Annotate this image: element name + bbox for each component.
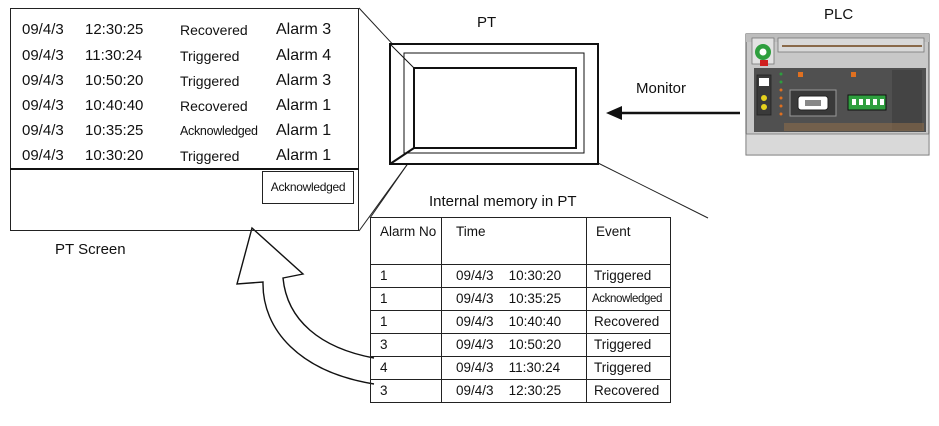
cell-alarm-no: 1 [370, 287, 442, 311]
cell-time: 09/4/3 10:30:20 [441, 264, 587, 288]
alarm-name: Alarm 1 [276, 97, 332, 114]
alarm-date: 09/4/3 [22, 72, 64, 89]
cell-date: 09/4/3 [456, 314, 494, 329]
cell-clock: 12:30:25 [508, 383, 562, 398]
alarm-event: Acknowledged [180, 124, 258, 138]
cell-clock: 11:30:24 [508, 360, 561, 375]
alarm-name: Alarm 4 [276, 47, 332, 64]
cell-clock: 10:30:20 [508, 268, 562, 283]
alarm-time: 10:50:20 [85, 72, 144, 89]
cell-event: Recovered [586, 379, 671, 403]
cell-alarm-no: 3 [370, 379, 442, 403]
curved-arrow-icon [236, 226, 375, 385]
table-row[interactable]: 1 09/4/3 10:40:40 Recovered [370, 310, 671, 334]
header-alarm-no: Alarm No [370, 217, 442, 265]
alarm-list: 09/4/3 12:30:25 Recovered Alarm 3 09/4/3… [10, 8, 359, 170]
alarm-event: Recovered [180, 22, 248, 38]
alarm-event: Triggered [180, 73, 240, 89]
alarm-date: 09/4/3 [22, 122, 64, 139]
cell-date: 09/4/3 [456, 383, 494, 398]
alarm-date: 09/4/3 [22, 97, 64, 114]
table-row[interactable]: 4 09/4/3 11:30:24 Triggered [370, 356, 671, 380]
cell-clock: 10:50:20 [508, 337, 562, 352]
cell-clock: 10:40:40 [508, 314, 562, 329]
table-row[interactable]: 1 09/4/3 10:35:25 Acknowledged [370, 287, 671, 311]
pt-screen-label: PT Screen [55, 241, 126, 258]
alarm-name: Alarm 1 [276, 122, 332, 139]
alarm-event: Triggered [180, 48, 240, 64]
cell-alarm-no: 3 [370, 333, 442, 357]
alarm-row[interactable]: 09/4/3 12:30:25 Recovered Alarm 3 [10, 17, 359, 43]
alarm-row[interactable]: 09/4/3 10:40:40 Recovered Alarm 1 [10, 93, 359, 119]
internal-memory-title: Internal memory in PT [429, 193, 577, 210]
cell-date: 09/4/3 [456, 268, 494, 283]
table-row[interactable]: 3 09/4/3 12:30:25 Recovered [370, 379, 671, 403]
plc-label: PLC [824, 6, 854, 23]
cell-date: 09/4/3 [456, 291, 494, 306]
alarm-time: 10:30:20 [85, 147, 144, 164]
cell-alarm-no: 1 [370, 310, 442, 334]
acknowledged-button[interactable]: Acknowledged [262, 171, 354, 204]
pt-screen-panel [10, 8, 359, 231]
cell-event: Recovered [586, 310, 671, 334]
monitor-arrow-icon [606, 106, 740, 120]
cell-time: 09/4/3 10:35:25 [441, 287, 587, 311]
alarm-row[interactable]: 09/4/3 10:50:20 Triggered Alarm 3 [10, 68, 359, 94]
cell-date: 09/4/3 [456, 360, 494, 375]
alarm-date: 09/4/3 [22, 21, 64, 38]
header-time: Time [441, 217, 587, 265]
cell-time: 09/4/3 12:30:25 [441, 379, 587, 403]
table-row[interactable]: 1 09/4/3 10:30:20 Triggered [370, 264, 671, 288]
alarm-date: 09/4/3 [22, 147, 64, 164]
alarm-time: 11:30:24 [85, 47, 143, 64]
cell-time: 09/4/3 11:30:24 [441, 356, 587, 380]
plc-device-icon [745, 33, 930, 156]
alarm-name: Alarm 3 [276, 72, 332, 89]
alarm-name: Alarm 1 [276, 147, 332, 164]
cell-event: Triggered [586, 333, 671, 357]
pt-device-icon [389, 43, 599, 165]
memory-line-right [595, 161, 709, 219]
alarm-row[interactable]: 09/4/3 10:30:20 Triggered Alarm 1 [10, 143, 359, 169]
header-event: Event [586, 217, 671, 265]
cell-alarm-no: 1 [370, 264, 442, 288]
cell-alarm-no: 4 [370, 356, 442, 380]
alarm-time: 12:30:25 [85, 21, 144, 38]
alarm-time: 10:35:25 [85, 122, 144, 139]
cell-event: Triggered [586, 264, 671, 288]
alarm-time: 10:40:40 [85, 97, 144, 114]
alarm-row[interactable]: 09/4/3 11:30:24 Triggered Alarm 4 [10, 43, 359, 69]
cell-date: 09/4/3 [456, 337, 494, 352]
table-header-row: Alarm No Time Event [370, 217, 671, 265]
table-row[interactable]: 3 09/4/3 10:50:20 Triggered [370, 333, 671, 357]
internal-memory-table: Alarm No Time Event 1 09/4/3 10:30:20 Tr… [370, 217, 671, 403]
alarm-name: Alarm 3 [276, 21, 332, 38]
alarm-event: Recovered [180, 98, 248, 114]
memory-line-left [369, 161, 410, 219]
cell-time: 09/4/3 10:40:40 [441, 310, 587, 334]
cell-event: Triggered [586, 356, 671, 380]
pt-label: PT [477, 14, 497, 31]
monitor-label: Monitor [636, 80, 687, 97]
cell-time: 09/4/3 10:50:20 [441, 333, 587, 357]
alarm-event: Triggered [180, 148, 240, 164]
cell-clock: 10:35:25 [508, 291, 562, 306]
alarm-date: 09/4/3 [22, 47, 64, 64]
cell-event: Acknowledged [586, 287, 671, 311]
alarm-row[interactable]: 09/4/3 10:35:25 Acknowledged Alarm 1 [10, 118, 359, 144]
